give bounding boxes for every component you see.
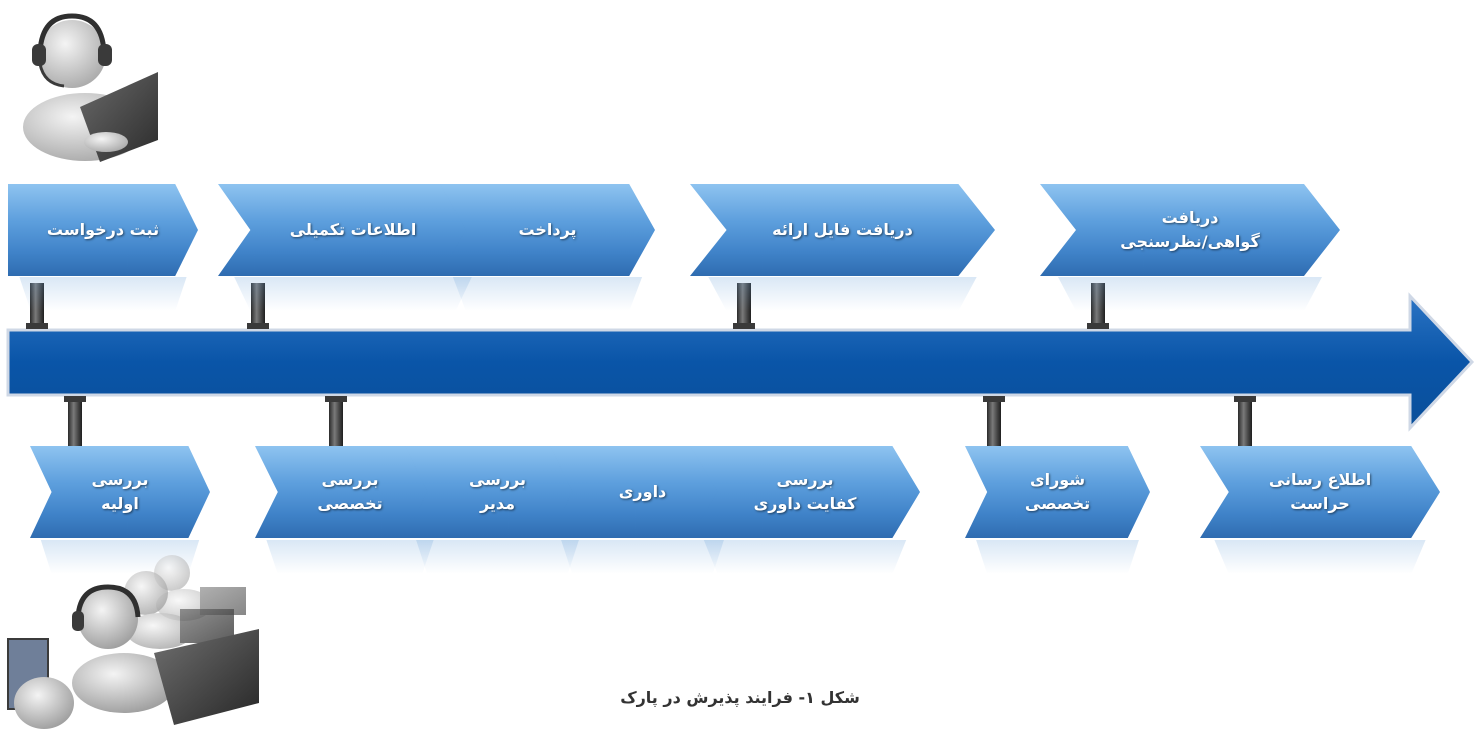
step-refereeing-adequacy-review: بررسی کفایت داوری: [690, 446, 920, 538]
step-label-line2: اولیه: [101, 494, 139, 513]
step-label-line2: تخصصی: [317, 494, 383, 513]
step-payment: پرداخت: [440, 184, 655, 276]
bottom-connector: [64, 396, 86, 446]
chevron-reflection: [19, 277, 187, 311]
chevron-reflection: [416, 540, 579, 574]
chevron-reflection: [452, 277, 643, 311]
step-label-line2: تخصصی: [1024, 494, 1091, 513]
step-label: اطلاعات تکمیلی: [289, 220, 417, 239]
chevron-reflection: [561, 540, 724, 574]
step-label-line1: شورای: [1029, 470, 1086, 489]
chevron-reflection: [976, 540, 1139, 574]
applicant-figure-icon: [23, 13, 158, 162]
chevron-reflection: [1058, 277, 1322, 311]
chevron-reflection: [703, 540, 907, 574]
figure-caption: شکل ۱- فرایند پذیرش در پارک: [620, 688, 860, 707]
step-label-line2: گواهی/نظرسنجی: [1120, 232, 1260, 251]
step-register-request: ثبت درخواست: [8, 184, 198, 276]
step-label-line1: اطلاع رسانی: [1268, 470, 1372, 489]
top-connector: [247, 283, 269, 329]
step-expert-council: شورای تخصصی: [965, 446, 1150, 538]
step-label-line1: بررسی: [776, 470, 834, 489]
step-label: پرداخت: [518, 220, 577, 239]
step-additional-info: اطلاعات تکمیلی: [218, 184, 488, 276]
step-security-notification: اطلاع رسانی حراست: [1200, 446, 1440, 538]
top-connector: [733, 283, 755, 329]
step-receive-presentation: دریافت فایل ارائه: [690, 184, 995, 276]
step-label: دریافت فایل ارائه: [772, 220, 913, 239]
step-label-line1: بررسی: [321, 470, 379, 489]
step-label-line1: بررسی: [468, 470, 527, 489]
chevron-reflection: [708, 277, 977, 311]
step-label-line2: حراست: [1290, 494, 1350, 513]
bottom-connector: [325, 396, 347, 446]
step-label-line2: کفایت داوری: [753, 494, 857, 513]
bottom-connector: [983, 396, 1005, 446]
top-connector: [26, 283, 48, 329]
step-label-line2: مدیر: [479, 494, 516, 513]
bottom-connector: [1234, 396, 1256, 446]
chevron-reflection: [266, 540, 434, 574]
chevron-reflection: [234, 277, 472, 311]
step-label-line1: بررسی: [91, 470, 149, 489]
chevron-reflection: [1214, 540, 1426, 574]
step-label: ثبت درخواست: [46, 220, 160, 239]
top-connector: [1087, 283, 1109, 329]
step-initial-review: بررسی اولیه: [30, 446, 210, 538]
step-receive-certificate: دریافت گواهی/نظرسنجی: [1040, 184, 1340, 276]
call-center-agents-icon: [7, 555, 259, 729]
step-label: داوری: [618, 482, 667, 501]
step-label-line1: دریافت: [1161, 208, 1219, 227]
